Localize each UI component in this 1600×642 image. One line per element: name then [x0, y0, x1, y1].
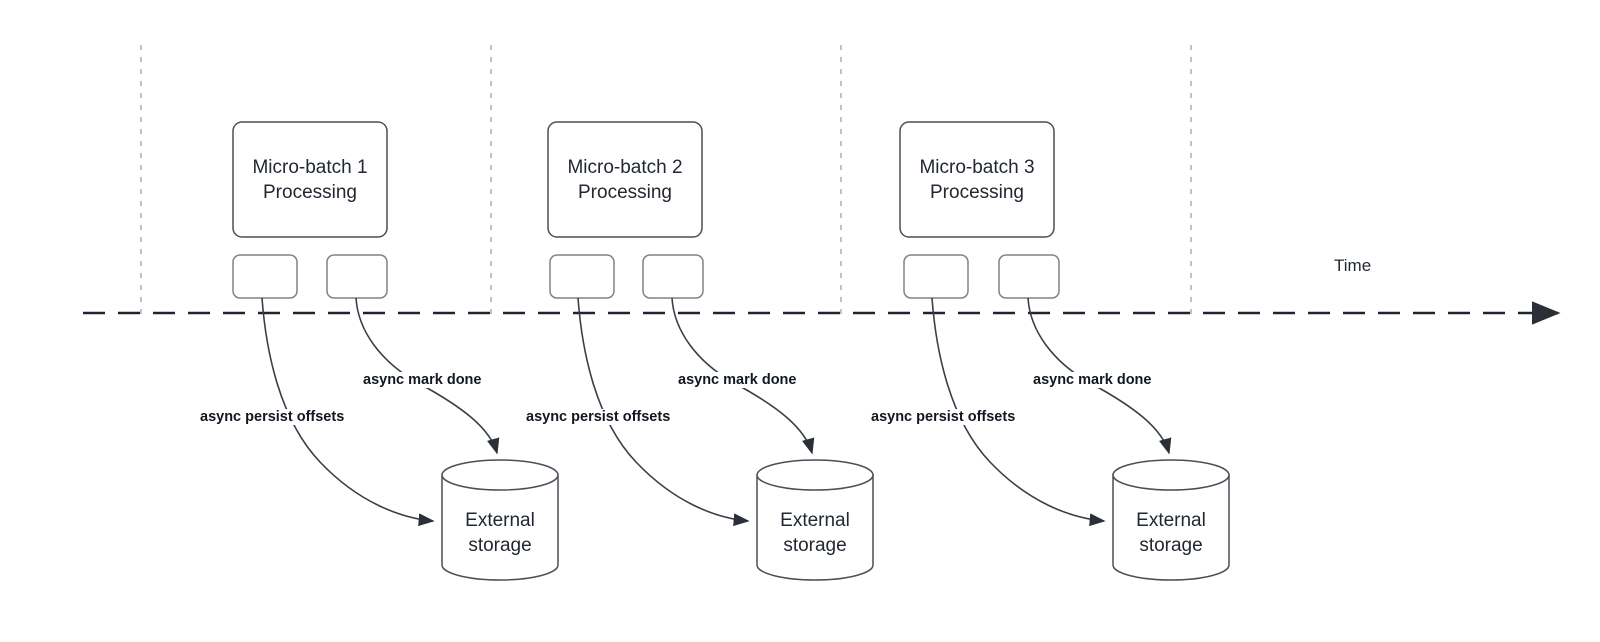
arrow-mark-done-3 — [1027, 297, 1172, 455]
microbatch-1-task-box-b[interactable] — [326, 254, 388, 299]
external-storage-2[interactable] — [756, 459, 874, 581]
microbatch-1-box[interactable] — [232, 121, 388, 238]
arrow-persist-offsets-3 — [931, 297, 1106, 527]
microbatch-2-box[interactable] — [547, 121, 703, 238]
arrow-mark-done-1 — [355, 297, 500, 455]
microbatch-1-task-box-a[interactable] — [232, 254, 298, 299]
external-storage-1[interactable] — [441, 459, 559, 581]
group-3-shapes — [899, 121, 1230, 581]
arrow-persist-offsets-1 — [261, 297, 435, 527]
microbatch-3-task-box-b[interactable] — [998, 254, 1060, 299]
arrow-persist-offsets-2 — [577, 297, 750, 527]
group-1-shapes — [232, 121, 559, 581]
microbatch-2-task-box-b[interactable] — [642, 254, 704, 299]
tick-line-group — [140, 45, 1192, 316]
microbatch-3-box[interactable] — [899, 121, 1055, 238]
microbatch-3-task-box-a[interactable] — [903, 254, 969, 299]
arrow-mark-done-2 — [671, 297, 815, 455]
external-storage-3[interactable] — [1112, 459, 1230, 581]
microbatch-2-task-box-a[interactable] — [549, 254, 615, 299]
group-2-shapes — [547, 121, 874, 581]
